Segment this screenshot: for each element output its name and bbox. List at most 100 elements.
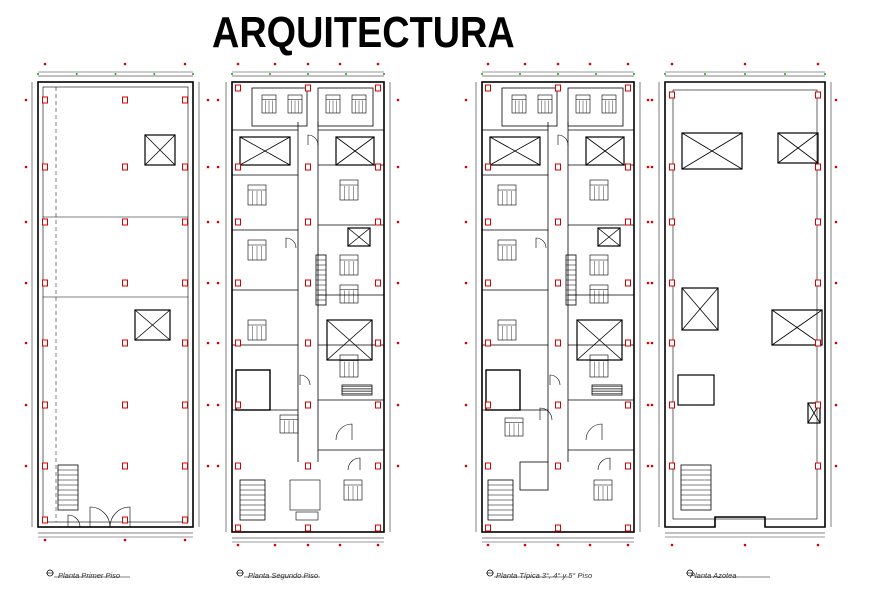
bed-icon xyxy=(497,319,517,341)
column xyxy=(305,339,311,347)
axis-dot xyxy=(646,220,650,224)
shaft xyxy=(485,369,521,411)
column xyxy=(235,163,241,171)
axis-dot xyxy=(646,98,650,102)
column xyxy=(625,401,631,409)
column xyxy=(669,91,675,99)
axis-dot xyxy=(588,62,592,66)
column xyxy=(815,91,821,99)
door-swing xyxy=(597,457,611,471)
column xyxy=(375,279,381,287)
axis-dot xyxy=(646,165,650,169)
bed-icon xyxy=(261,94,277,114)
grid-tick xyxy=(595,73,597,75)
column xyxy=(485,279,491,287)
axis-dot xyxy=(206,341,210,345)
door-swing xyxy=(539,407,553,421)
axis-dot xyxy=(206,98,210,102)
column xyxy=(42,96,48,104)
bed-icon xyxy=(511,94,527,114)
axis-dot xyxy=(464,98,468,102)
column xyxy=(485,163,491,171)
axis-dot xyxy=(743,62,747,66)
door-swing xyxy=(109,506,131,528)
bed-icon xyxy=(537,94,553,114)
axis-dot xyxy=(24,281,28,285)
axis-dot xyxy=(236,543,240,547)
void-opening xyxy=(326,319,373,361)
door-swing xyxy=(549,374,561,386)
axis-dot xyxy=(523,543,527,547)
column xyxy=(555,524,561,532)
grid-tick xyxy=(307,73,309,75)
room xyxy=(567,87,624,127)
column xyxy=(485,462,491,470)
roof-parapet xyxy=(664,81,826,528)
void-opening xyxy=(347,227,371,247)
column xyxy=(122,462,128,470)
column xyxy=(182,462,188,470)
door-swing xyxy=(67,514,81,528)
column xyxy=(182,163,188,171)
axis-dot xyxy=(206,464,210,468)
column xyxy=(305,524,311,532)
column xyxy=(235,401,241,409)
void-opening xyxy=(681,132,743,170)
axis-dot xyxy=(646,341,650,345)
axis-dot xyxy=(236,62,240,66)
column xyxy=(42,516,48,524)
exterior-wall xyxy=(481,81,635,533)
bed-icon xyxy=(325,94,341,114)
stairs xyxy=(341,384,373,396)
column xyxy=(305,462,311,470)
axis-dot xyxy=(396,403,400,407)
void-outline xyxy=(807,402,821,424)
door-arc xyxy=(347,457,361,471)
void-cross xyxy=(777,132,819,164)
door-swing xyxy=(335,423,353,441)
stairs-outline xyxy=(680,464,712,511)
bed-icon xyxy=(589,254,609,276)
column xyxy=(235,462,241,470)
axis-dot xyxy=(834,341,838,345)
axis-dot xyxy=(464,341,468,345)
axis-dot xyxy=(396,341,400,345)
column xyxy=(42,163,48,171)
void-cross xyxy=(347,227,371,247)
column xyxy=(485,524,491,532)
column xyxy=(625,84,631,92)
bed-icon xyxy=(279,414,299,434)
column xyxy=(669,163,675,171)
bed-icon xyxy=(497,184,517,206)
bed-icon xyxy=(575,94,591,114)
room xyxy=(501,87,558,127)
void-outline xyxy=(144,134,176,166)
grid-tick xyxy=(481,73,483,75)
axis-dot xyxy=(816,62,820,66)
door-arc xyxy=(539,407,553,421)
plan-roof xyxy=(650,62,838,578)
door-swing xyxy=(89,506,111,528)
void-cross xyxy=(771,309,823,346)
column xyxy=(485,401,491,409)
void-cross xyxy=(585,136,625,166)
axis-dot xyxy=(670,543,674,547)
column xyxy=(42,401,48,409)
plan-typical-floor xyxy=(464,62,650,578)
parapet-inner xyxy=(672,89,818,520)
axis-dot xyxy=(338,62,342,66)
column xyxy=(182,96,188,104)
axis-dot xyxy=(376,543,380,547)
shaft xyxy=(677,374,715,406)
grid-tick xyxy=(744,73,746,75)
stairs xyxy=(315,254,327,306)
column xyxy=(555,462,561,470)
axis-dot xyxy=(396,281,400,285)
door-arc xyxy=(335,423,353,441)
bed-icon xyxy=(351,94,367,114)
axis-dot xyxy=(650,464,654,468)
void-opening xyxy=(489,136,541,166)
column xyxy=(669,218,675,226)
axis-dot xyxy=(464,165,468,169)
axis-dot xyxy=(626,62,630,66)
